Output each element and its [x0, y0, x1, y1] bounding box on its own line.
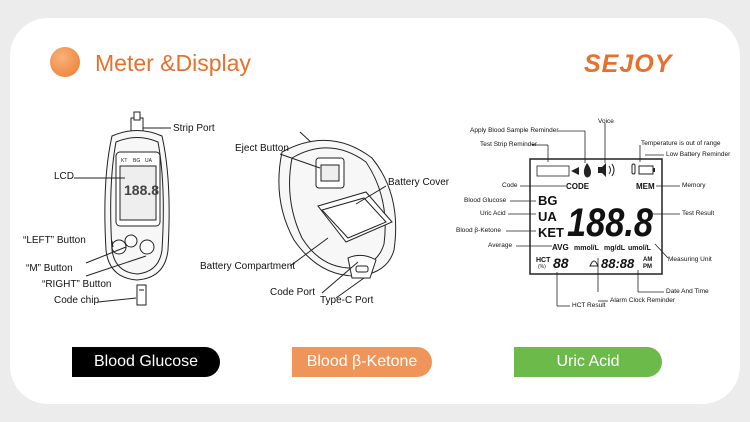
lcd-unit-umol: umol/L	[628, 245, 652, 252]
label-typec-port: Type-C Port	[320, 295, 374, 306]
label-blood-ketone: Blood β-Ketone	[456, 227, 501, 234]
thermometer-icon	[631, 163, 636, 175]
label-strip-port: Strip Port	[173, 123, 215, 134]
label-average: Average	[488, 242, 513, 249]
meter-screen-digits: 188.8	[124, 182, 159, 198]
lcd-hct-pct: (%)	[538, 264, 546, 270]
lcd-pm: PM	[643, 264, 652, 270]
uric-acid-button[interactable]: Uric Acid	[514, 347, 662, 377]
screen-tab-ua: UA	[145, 158, 153, 164]
label-date-time: Date And Time	[666, 288, 709, 295]
lcd-unit-mmol: mmol/L	[574, 245, 600, 252]
alarm-clock-icon	[589, 260, 599, 267]
arrow-left-icon	[571, 167, 579, 175]
label-battery-compartment: Battery Compartment	[200, 261, 296, 272]
blood-drop-icon	[583, 163, 591, 178]
label-eject-button: Eject Button	[235, 143, 289, 154]
lcd-am: AM	[643, 257, 652, 263]
brand-logo: SEJOY	[584, 50, 673, 78]
label-temperature: Temperature is out of range	[641, 140, 721, 147]
label-test-result: Test Result	[682, 210, 715, 217]
label-right-button: “RIGHT” Button	[42, 279, 112, 290]
label-blood-glucose: Blood Glucose	[464, 197, 507, 204]
lcd-unit-mgdl: mg/dL	[604, 245, 626, 252]
screen-tab-bg: BG	[133, 158, 140, 164]
label-hct-result: HCT Result	[572, 302, 606, 309]
label-m-button: “M” Button	[26, 263, 73, 274]
lcd-time: 88:88	[601, 256, 635, 271]
bullet-dot-icon	[50, 47, 80, 77]
label-measuring-unit: Measuring Unit	[668, 256, 712, 263]
label-uric-acid: Uric Acid	[480, 210, 506, 217]
label-lcd: LCD	[54, 171, 75, 182]
lcd-frame	[529, 158, 663, 275]
blood-ketone-button[interactable]: Blood β-Ketone	[292, 347, 432, 377]
label-code-port: Code Port	[270, 287, 316, 298]
lcd-hct: HCT	[536, 257, 551, 264]
lcd-code: CODE	[566, 182, 590, 191]
label-left-button: “LEFT” Button	[23, 235, 86, 246]
screen-tab-kt: KT	[121, 158, 127, 164]
lcd-main-digits: 188.8	[567, 201, 654, 245]
lcd-avg: AVG	[552, 243, 569, 252]
lcd-ket: KET	[538, 225, 564, 240]
lcd-hct-digits: 88	[553, 255, 569, 271]
label-alarm-clock: Alarm Clock Reminder	[610, 297, 676, 304]
label-voice: Voice	[598, 118, 614, 125]
page-title: Meter &Display	[95, 50, 251, 76]
speaker-icon	[598, 163, 606, 177]
lcd-mem: MEM	[636, 182, 655, 191]
lcd-bg: BG	[538, 193, 558, 208]
label-battery-cover: Battery Cover	[388, 177, 450, 188]
label-test-strip: Test Strip Reminder	[480, 141, 538, 148]
blood-glucose-button[interactable]: Blood Glucose	[72, 347, 220, 377]
lcd-ua: UA	[538, 209, 557, 224]
label-code-chip: Code chip	[54, 295, 100, 306]
label-low-battery: Low Battery Reminder	[666, 151, 731, 158]
label-memory: Memory	[682, 182, 706, 189]
label-apply-blood: Apply Blood Sample Reminder	[470, 127, 559, 134]
label-code: Code	[502, 182, 518, 189]
